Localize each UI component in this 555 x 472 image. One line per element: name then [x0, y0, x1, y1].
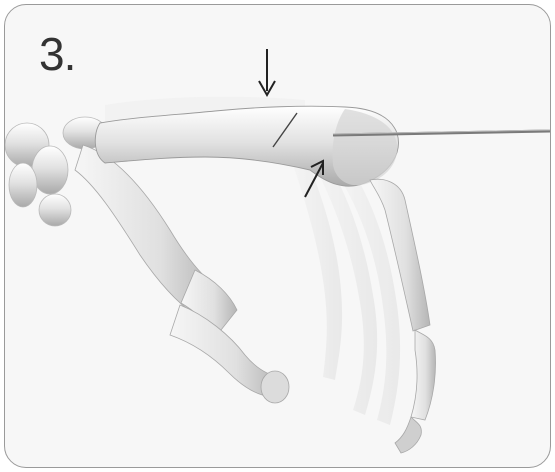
down-arrow-icon	[259, 49, 275, 95]
hand-skeleton-illustration	[5, 5, 550, 467]
step-number-label: 3.	[39, 31, 75, 77]
thumb-bones	[75, 145, 289, 403]
metacarpal-shaft	[95, 106, 398, 186]
illustration-panel: 3.	[4, 4, 551, 468]
